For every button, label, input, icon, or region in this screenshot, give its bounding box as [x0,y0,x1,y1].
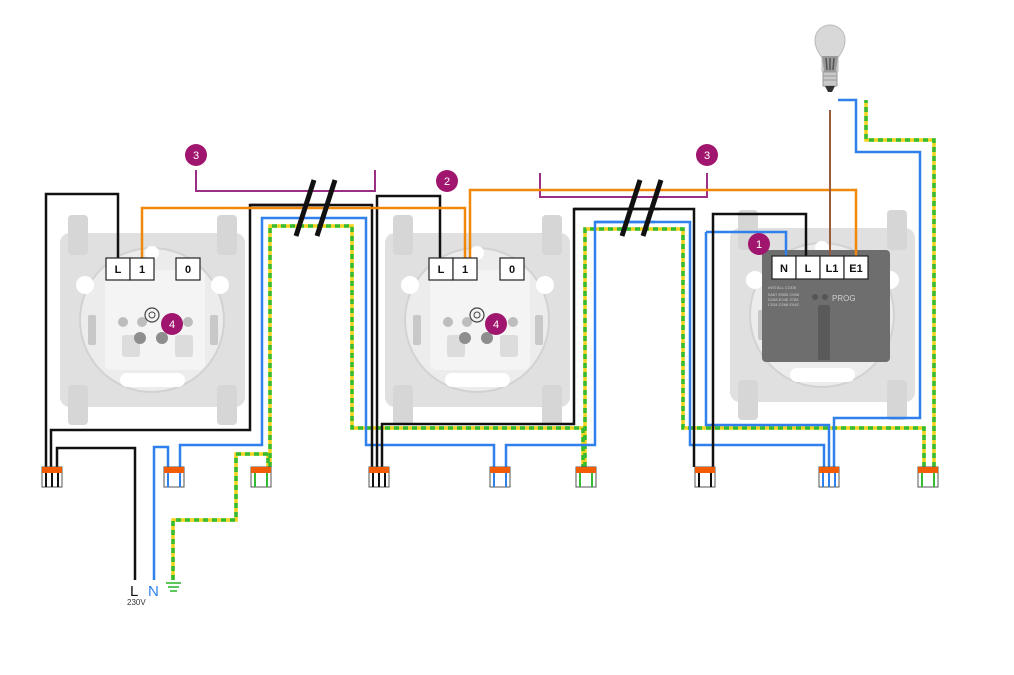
earth-icon [166,582,181,592]
connector-earth-3 [917,466,939,488]
terminal-label: 1 [462,264,468,276]
lamp-icon [814,24,846,92]
svg-text:3: 3 [193,150,199,162]
connectors [41,466,939,488]
switch-1-terminals: L 1 0 [105,257,201,281]
terminal-label: L [115,264,122,276]
mains-supply-labels: L N 230V [127,582,181,607]
live-label: L [130,583,138,600]
voltage-label: 230V [127,598,146,607]
badge-3-left: 3 [185,144,207,166]
earth-wires [171,100,936,580]
cable-break-right [619,179,664,237]
neutral-wires [152,98,922,580]
badge-3-right: 3 [696,144,718,166]
terminal-label: L1 [826,263,839,275]
install-code-label: INSTALL CODE [768,285,797,290]
connector-earth-1 [250,466,272,488]
connector-earth-2 [575,466,597,488]
cable-break-left [293,179,338,237]
terminal-label: L [438,264,445,276]
badge-4-switch-2: 4 [485,313,507,335]
svg-text:4: 4 [169,319,175,331]
terminal-label: 0 [509,264,515,276]
install-code-line-1: 0A67 E9B5 C058 [768,292,800,297]
connector-neutral-1 [163,466,185,488]
cable-bracket-right [539,173,708,198]
install-code-line-3: C034 D268 E04E [768,302,799,307]
badge-1-dimmer: 1 [748,233,770,255]
connector-live-1 [41,466,63,488]
svg-text:4: 4 [493,319,499,331]
terminal-label: 1 [139,264,145,276]
svg-text:3: 3 [704,150,710,162]
terminal-label: N [780,263,788,275]
connector-live-2 [368,466,390,488]
svg-text:1: 1 [756,239,762,251]
prog-label: PROG [832,294,856,303]
terminal-label: L [805,263,812,275]
svg-text:2: 2 [444,176,450,188]
terminal-label: 0 [185,264,191,276]
terminal-label: E1 [849,263,862,275]
connector-neutral-2 [489,466,511,488]
neutral-label: N [148,583,159,600]
badge-2: 2 [436,170,458,192]
badge-4-switch-1: 4 [161,313,183,335]
install-code-line-2: D268 E04E 2785 [768,297,799,302]
connector-neutral-3 [818,466,840,488]
cable-bracket-left [195,170,376,192]
switch-1-mounting-plate [59,214,246,426]
switch-2-terminals: L 1 0 [428,257,525,281]
connector-live-3 [694,466,716,488]
live-wires [44,192,808,580]
switch-2-mounting-plate [384,214,571,426]
dimmer-terminals: N L L1 E1 [771,255,869,280]
